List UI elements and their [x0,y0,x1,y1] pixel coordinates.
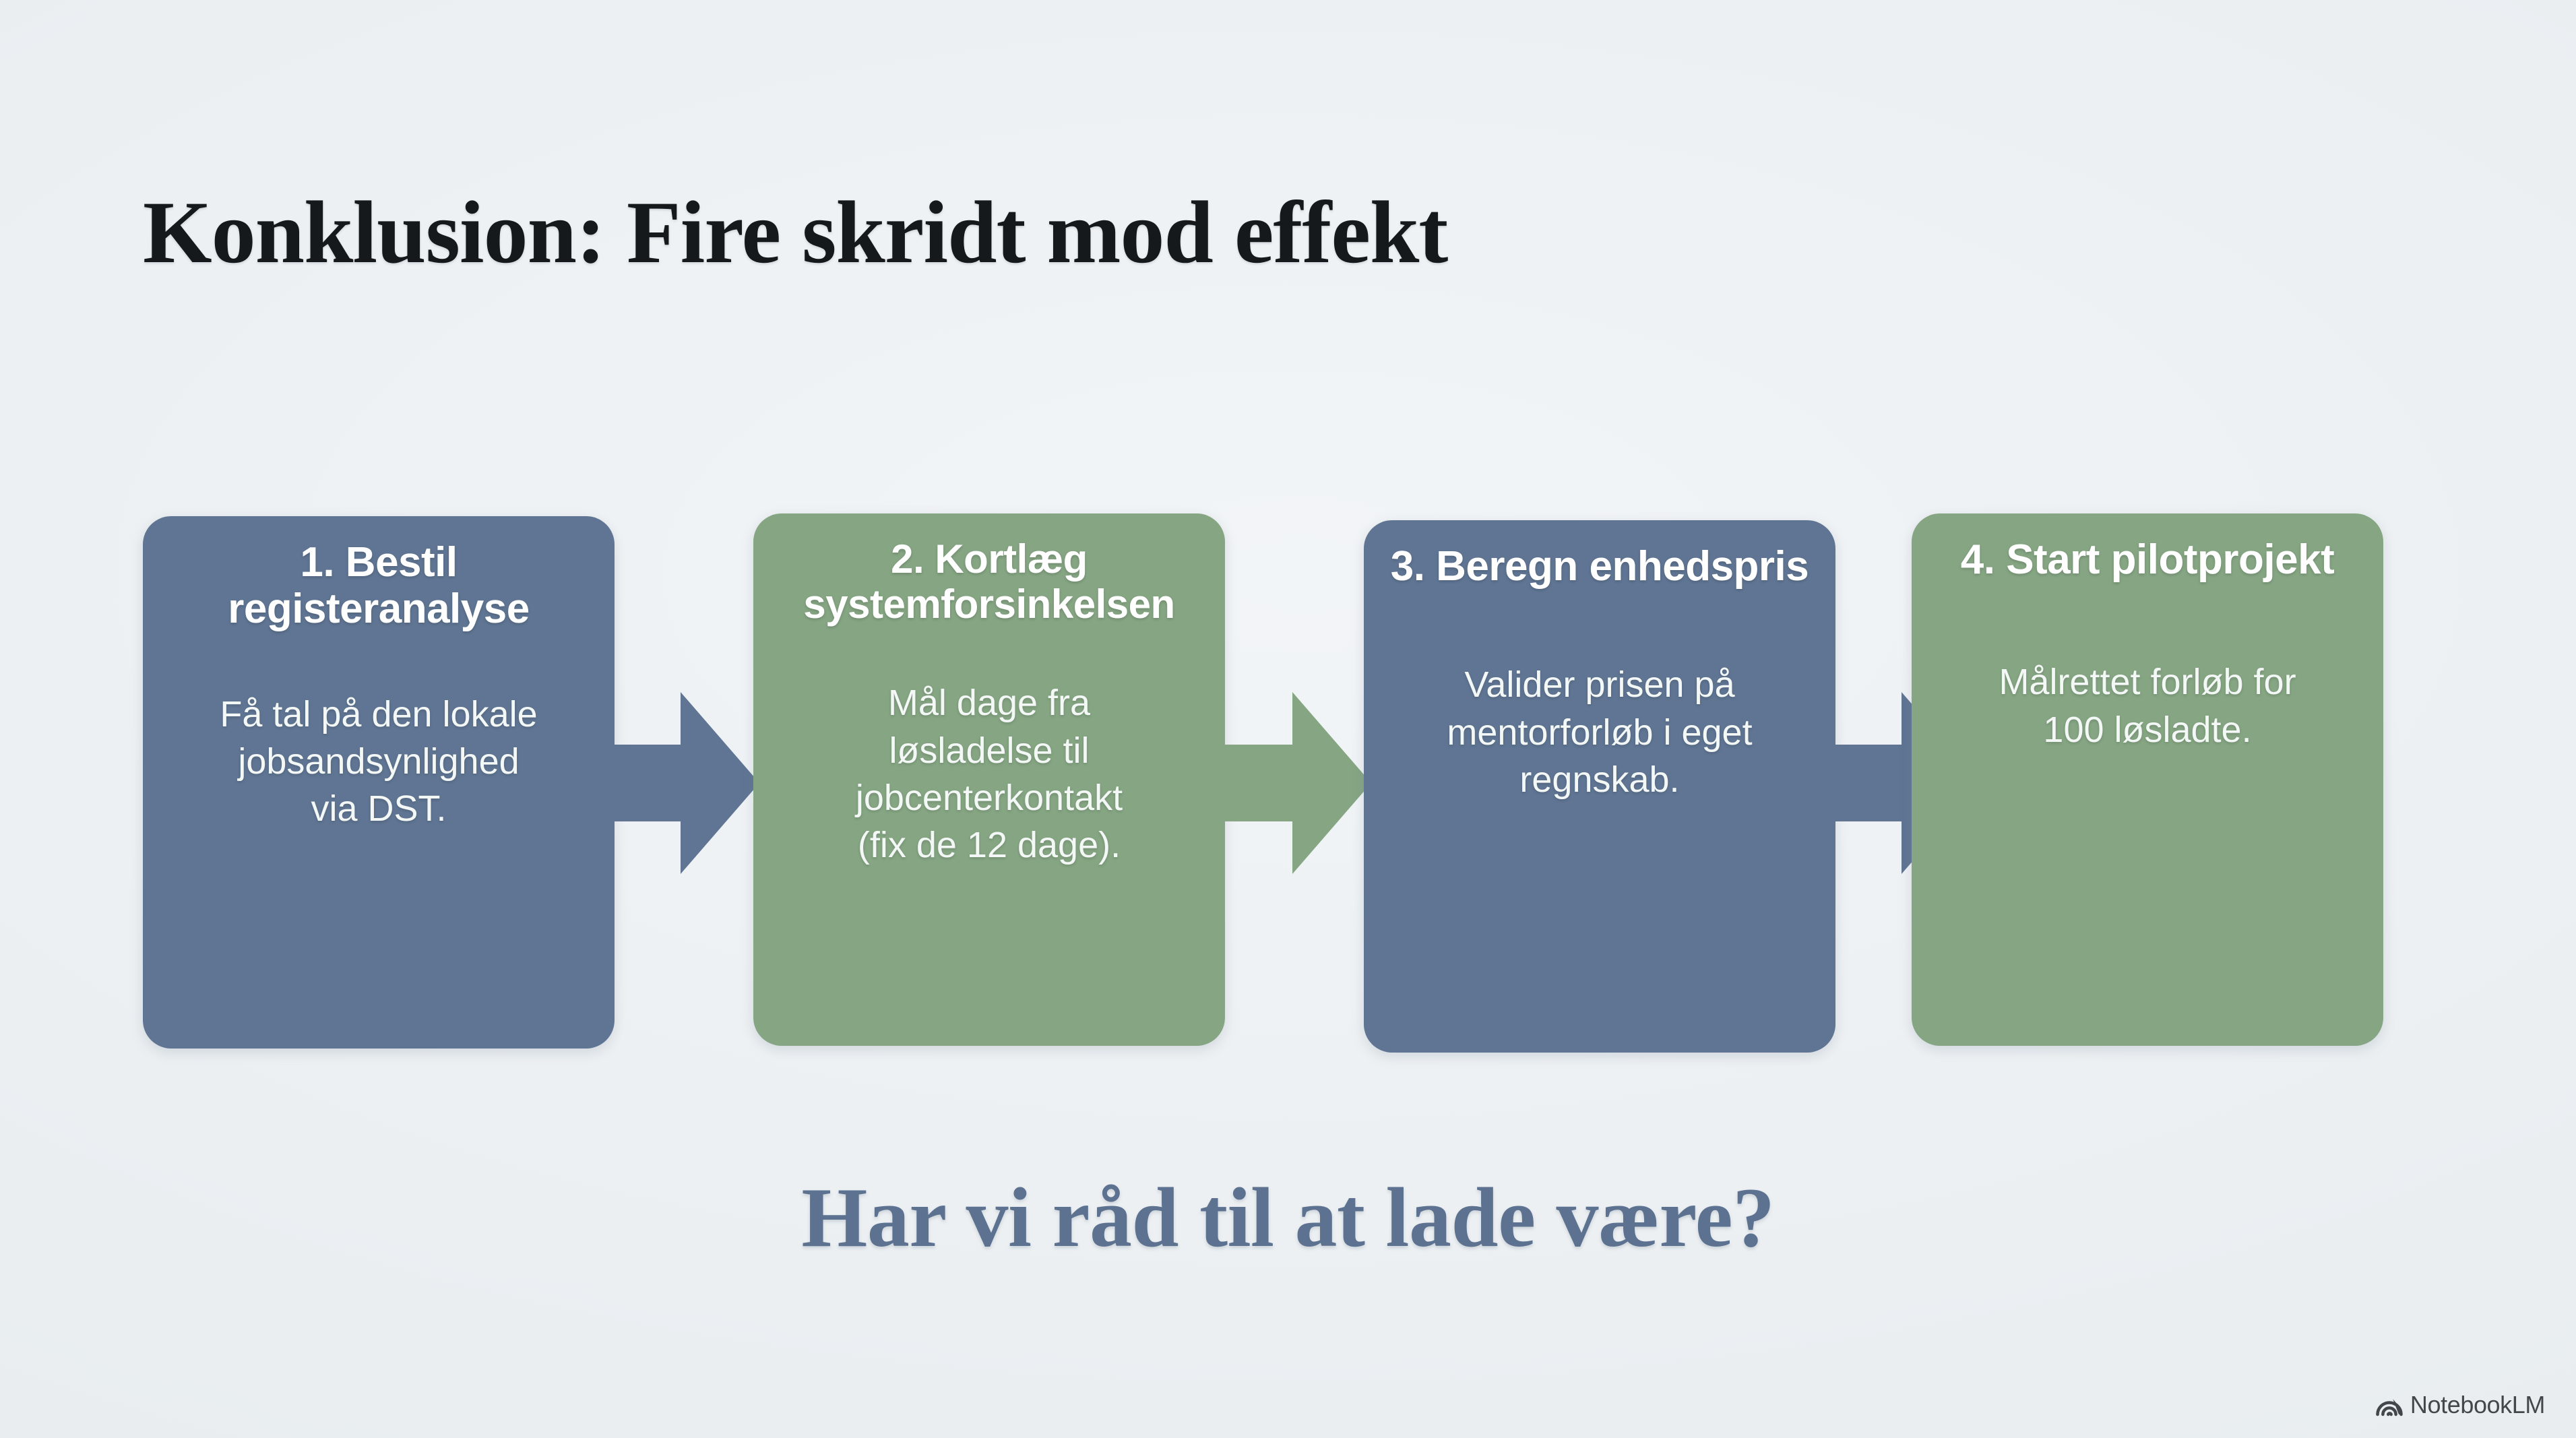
flow-step-1-title: 1. Bestil registeranalyse [228,539,530,633]
flow-step-2[interactable]: 2. Kortlæg systemforsinkelsen Mål dage f… [753,513,1225,1046]
arrow-right-icon-2 [1213,692,1371,874]
closing-question: Har vi råd til at lade være? [801,1171,1775,1265]
flow-step-2-description: Mål dage fra løsladelse til jobcenterkon… [855,683,1123,865]
flow-step-1-description: Få tal på den lokale jobsandsynlighed vi… [220,693,538,830]
notebooklm-spiral-icon [2375,1391,2404,1419]
notebooklm-watermark: NotebookLM [2375,1391,2545,1419]
flow-step-4-description: Målrettet forløb for 100 løsladte. [1999,662,2296,750]
flow-step-2-title: 2. Kortlæg systemforsinkelsen [803,536,1175,627]
four-step-flow-diagram: 1. Bestil registeranalyse Få tal på den … [143,513,2383,1059]
flow-step-1[interactable]: 1. Bestil registeranalyse Få tal på den … [143,516,615,1049]
flow-step-3-title: 3. Beregn enhedspris [1390,543,1809,590]
flow-step-3-description: Valider prisen på mentorforløb i eget re… [1447,664,1753,800]
flow-step-4-title: 4. Start pilotprojekt [1960,536,2335,583]
arrow-right-icon-1 [601,692,759,874]
page-title: Konklusion: Fire skridt mod effekt [143,183,1448,282]
notebooklm-label: NotebookLM [2410,1391,2546,1418]
flow-step-4[interactable]: 4. Start pilotprojekt Målrettet forløb f… [1912,513,2383,1046]
flow-step-3[interactable]: 3. Beregn enhedspris Valider prisen på m… [1364,520,1835,1053]
